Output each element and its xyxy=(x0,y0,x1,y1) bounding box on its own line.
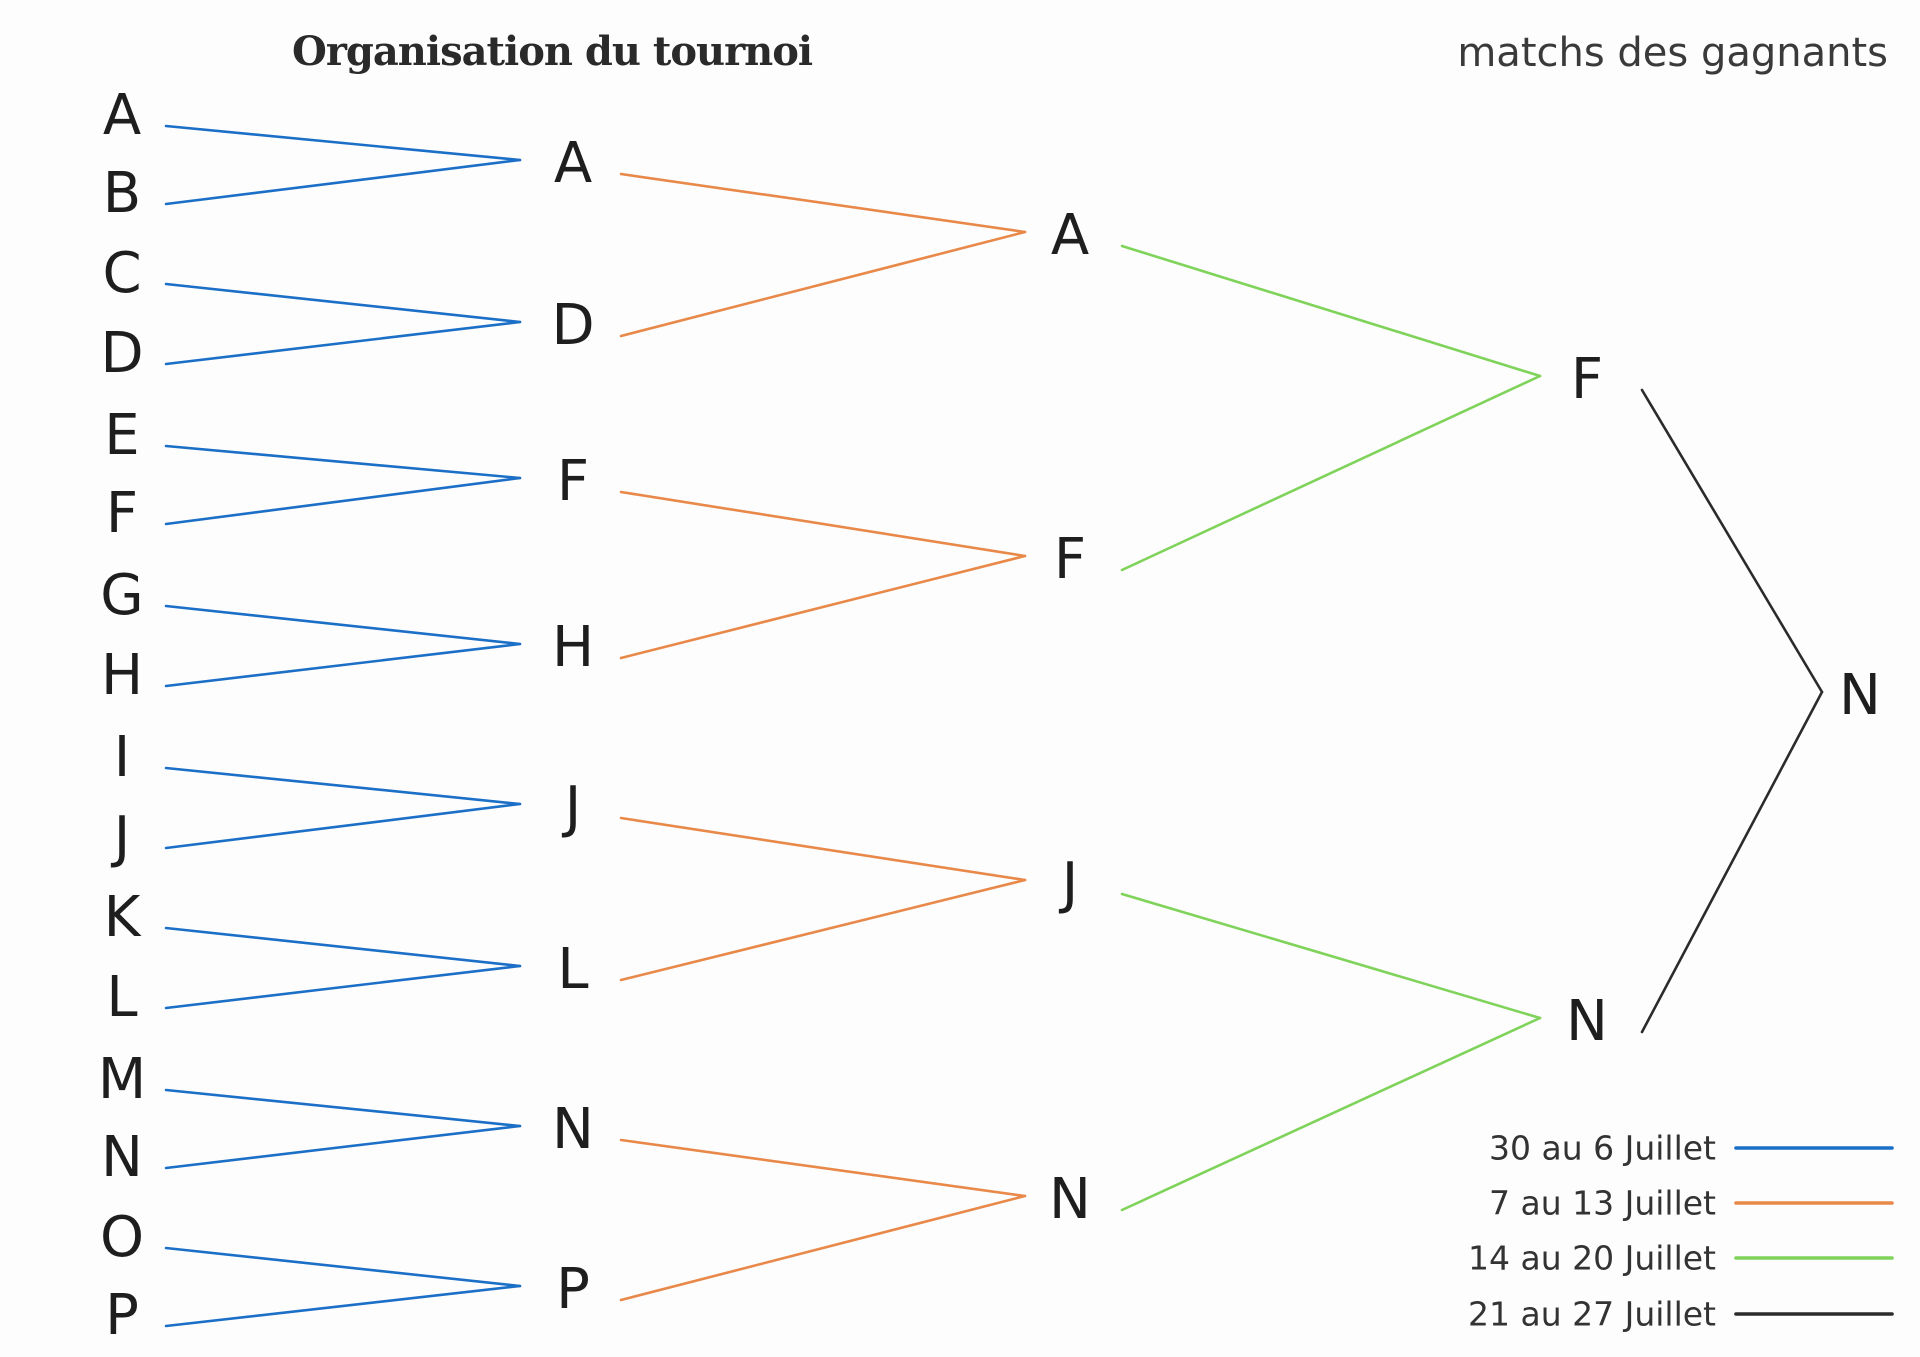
player-label-round-1: E xyxy=(104,403,140,468)
player-label-round-2: H xyxy=(551,615,595,680)
player-label-round-2: P xyxy=(556,1257,590,1322)
bracket-line-round-2 xyxy=(619,1138,1027,1198)
legend-label: 7 au 13 Juillet xyxy=(1489,1183,1716,1223)
legend-label: 21 au 27 Juillet xyxy=(1468,1294,1716,1334)
bracket-line-round-1 xyxy=(164,1124,522,1170)
bracket-line-round-1 xyxy=(164,1246,522,1288)
player-label-round-4: N xyxy=(1566,989,1608,1054)
legend-label: 14 au 20 Juillet xyxy=(1468,1238,1716,1278)
bracket-line-round-1 xyxy=(164,282,522,324)
bracket-line-round-1 xyxy=(164,476,522,526)
player-label-round-1: J xyxy=(113,805,131,870)
bracket-line-round-1 xyxy=(164,604,522,646)
legend-label: 30 au 6 Juillet xyxy=(1489,1128,1716,1168)
bracket-line-round-1 xyxy=(164,802,522,850)
player-label-round-3: F xyxy=(1053,527,1087,592)
player-label-round-4: F xyxy=(1570,347,1604,412)
player-label-round-2: A xyxy=(553,131,593,196)
bracket-line-round-2 xyxy=(619,1194,1027,1302)
player-label-round-1: B xyxy=(102,161,142,226)
bracket-line-round-1 xyxy=(164,158,522,206)
player-label-round-1: C xyxy=(102,241,142,306)
player-label-round-3: A xyxy=(1050,203,1090,268)
bracket-line-round-3 xyxy=(1120,1016,1542,1212)
bracket-line-round-1 xyxy=(164,766,522,806)
bracket-line-round-4 xyxy=(1640,388,1824,694)
player-label-round-1: I xyxy=(113,725,131,790)
player-label-round-1: G xyxy=(100,563,144,628)
player-label-round-1: L xyxy=(106,965,138,1030)
player-label-round-1: N xyxy=(101,1125,143,1190)
bracket-line-round-1 xyxy=(164,926,522,968)
bracket-line-round-1 xyxy=(164,320,522,366)
diagram-subtitle: matchs des gagnants xyxy=(1457,30,1888,76)
player-label-round-1: F xyxy=(105,481,139,546)
bracket-line-round-3 xyxy=(1120,374,1542,572)
bracket-line-round-2 xyxy=(619,878,1027,982)
player-label-round-1: M xyxy=(97,1047,147,1112)
bracket-line-round-1 xyxy=(164,124,522,162)
bracket-line-round-1 xyxy=(164,642,522,688)
bracket-line-round-1 xyxy=(164,964,522,1010)
bracket-line-round-2 xyxy=(619,490,1027,558)
bracket-line-round-1 xyxy=(164,444,522,480)
player-label-round-1: P xyxy=(105,1283,139,1348)
player-label-round-2: J xyxy=(564,775,582,840)
bracket-line-round-1 xyxy=(164,1088,522,1128)
bracket-line-round-2 xyxy=(619,230,1027,338)
player-label-round-1: D xyxy=(100,321,144,386)
player-label-round-2: F xyxy=(556,449,590,514)
player-label-round-1: O xyxy=(99,1205,145,1270)
player-label-round-2: L xyxy=(557,937,589,1002)
player-label-round-5: N xyxy=(1839,663,1881,728)
bracket-line-round-3 xyxy=(1120,892,1542,1020)
player-label-round-1: A xyxy=(102,83,142,148)
bracket-line-round-3 xyxy=(1120,244,1542,378)
bracket-line-round-4 xyxy=(1640,690,1824,1034)
bracket-line-round-2 xyxy=(619,172,1027,234)
player-label-round-3: J xyxy=(1061,851,1079,916)
diagram-title: Organisation du tournoi xyxy=(292,28,813,75)
player-label-round-1: H xyxy=(100,643,144,708)
player-label-round-2: N xyxy=(552,1097,594,1162)
bracket-line-round-2 xyxy=(619,554,1027,660)
player-label-round-2: D xyxy=(551,293,595,358)
bracket-line-round-1 xyxy=(164,1284,522,1328)
bracket-line-round-2 xyxy=(619,816,1027,882)
player-label-round-3: N xyxy=(1049,1167,1091,1232)
player-label-round-1: K xyxy=(103,885,141,950)
